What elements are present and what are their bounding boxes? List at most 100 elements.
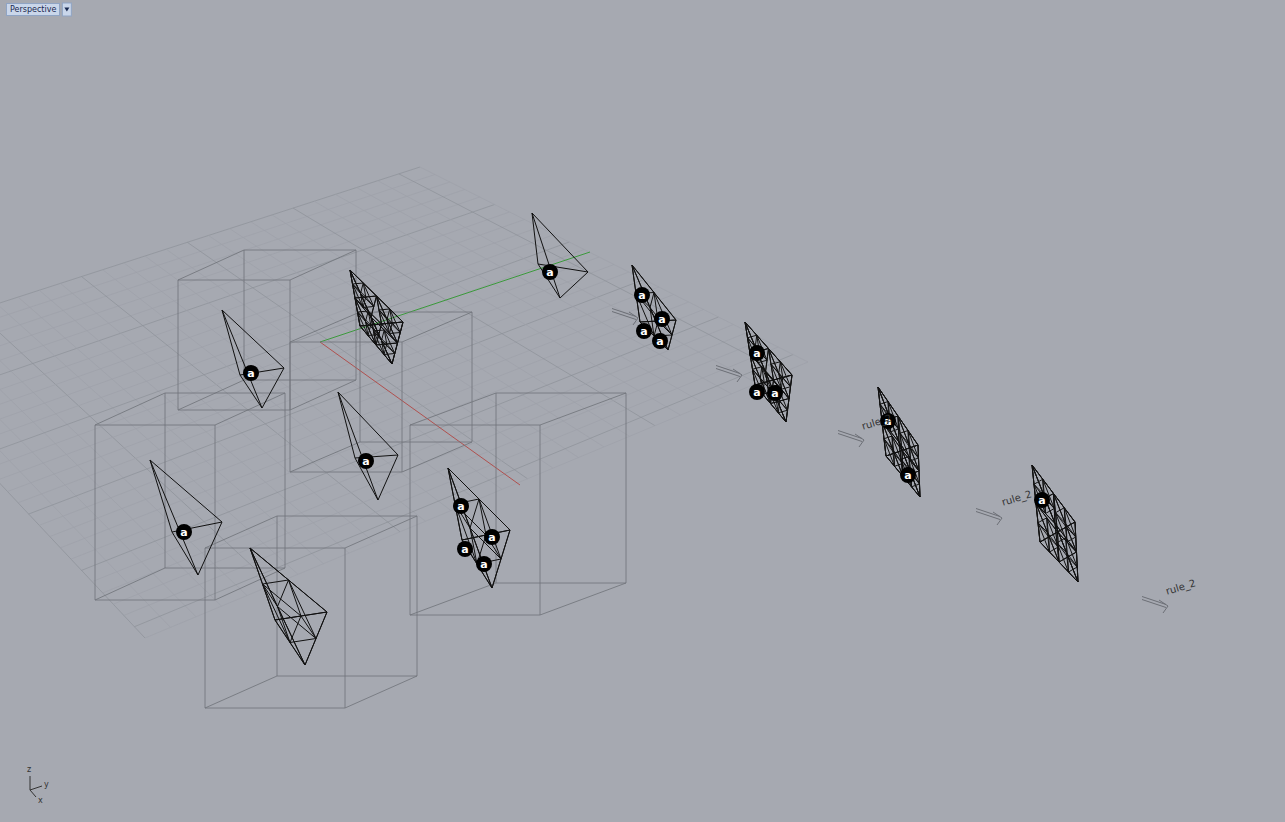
tetrahedron [886, 456, 920, 497]
grid-line [0, 250, 584, 469]
marker-letter: a [753, 348, 760, 359]
marker-circle: a [1034, 492, 1050, 508]
wire-box [178, 250, 244, 280]
tetrahedron [1059, 562, 1069, 572]
tetrahedron [788, 399, 790, 411]
tetrahedron [376, 335, 379, 346]
tetrahedron [672, 320, 676, 335]
tetrahedron [360, 325, 371, 326]
tetrahedron [886, 453, 894, 456]
wire-box [290, 342, 291, 472]
tetrahedron [1067, 553, 1079, 582]
tetrahedron [771, 401, 780, 404]
wire-box [244, 380, 356, 381]
tetrahedron [1040, 542, 1050, 552]
axis-icon [30, 776, 31, 790]
wire-box [417, 516, 418, 676]
tetrahedron [353, 284, 356, 298]
tetrahedron [492, 559, 501, 588]
wire-box [244, 250, 245, 380]
wire-box [540, 393, 626, 425]
grid-line [8, 265, 615, 492]
tetrahedron [1057, 543, 1069, 572]
marker-letter: a [457, 501, 464, 512]
tetrahedron [350, 270, 392, 364]
wire-box [496, 583, 626, 584]
marker-letter: a [180, 527, 187, 538]
tetrahedron [632, 265, 650, 308]
axis-letter: z [27, 765, 31, 774]
tetrahedron [532, 213, 588, 272]
marker-letter: a [638, 290, 645, 301]
tetrahedron [384, 344, 387, 355]
tetrahedron [301, 612, 327, 616]
wire-box [472, 312, 473, 442]
tetrahedron [1076, 552, 1078, 567]
marker-circle: a [476, 556, 492, 572]
tetrahedron [894, 453, 896, 466]
tetrahedron [390, 323, 393, 334]
tetrahedron [150, 460, 222, 522]
wire-box [290, 250, 356, 280]
rule-arrow [976, 512, 1000, 520]
marker-circle: a [749, 384, 765, 400]
grid-line [0, 167, 420, 345]
tetrahedron [263, 584, 276, 620]
grid-line [0, 197, 480, 390]
tetrahedron [753, 369, 756, 385]
tetrahedron [379, 324, 382, 335]
marker-letter: a [488, 532, 495, 543]
marker-letter: a [640, 326, 647, 337]
marker-letter: a [904, 470, 911, 481]
tetrahedron [780, 399, 789, 402]
marker-circle: a [358, 453, 374, 469]
marker-circle: a [484, 529, 500, 545]
tetrahedron [262, 368, 284, 408]
tetrahedron [368, 336, 376, 346]
wire-box [496, 393, 626, 394]
tetrahedron [392, 354, 395, 365]
grid-line [251, 222, 604, 447]
tetrahedron [1050, 547, 1059, 552]
dropdown-button [62, 3, 71, 16]
tetrahedron [745, 322, 748, 338]
tetrahedron [884, 439, 886, 456]
grid-line [314, 201, 680, 415]
tetrahedron [753, 367, 762, 370]
grid-line [0, 324, 221, 606]
tetrahedron [1048, 533, 1060, 562]
tetrahedron [198, 522, 222, 575]
wire-box [290, 442, 360, 472]
grid-line [420, 167, 808, 362]
wire-box [356, 250, 357, 380]
tetrahedron [882, 422, 903, 477]
tetrahedron [222, 310, 284, 368]
wire-box [410, 583, 496, 615]
wire-box [165, 568, 285, 569]
tetrahedron [250, 548, 305, 665]
tetrahedron [355, 297, 366, 298]
tetrahedron [1040, 542, 1078, 582]
wire-box [215, 425, 216, 600]
marker-circle: a [767, 385, 783, 401]
tetrahedron [355, 298, 358, 312]
rule-arrow [1163, 606, 1168, 613]
tetrahedron [374, 296, 377, 307]
tetrahedron [1056, 508, 1065, 513]
tetrahedron [384, 354, 395, 355]
tetrahedron [479, 499, 501, 559]
tetrahedron [301, 616, 316, 639]
tetrahedron [355, 298, 368, 311]
tetrahedron [448, 468, 455, 504]
tetrahedron [778, 413, 786, 422]
tetrahedron [878, 387, 889, 415]
grid-line [50, 295, 674, 537]
viewport-tab: Perspective [6, 3, 60, 16]
rule-arrow [997, 518, 1002, 525]
marker-circle: a [457, 541, 473, 557]
marker-circle: a [749, 345, 765, 361]
tetrahedron [1048, 537, 1050, 552]
rule-arrow [737, 375, 742, 382]
tetrahedron [886, 456, 895, 466]
marker-circle: a [542, 264, 558, 280]
